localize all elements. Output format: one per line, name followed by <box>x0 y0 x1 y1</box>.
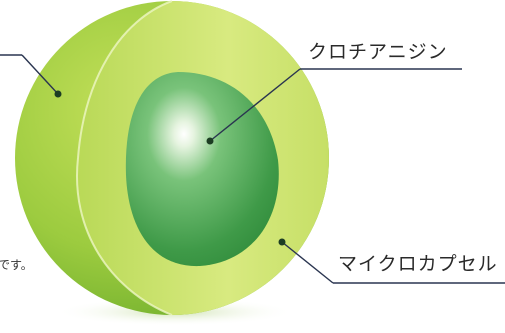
outer-pointer-dot <box>55 91 62 98</box>
shell-label: マイクロカプセル <box>338 249 498 276</box>
shell-leader-line <box>282 242 333 283</box>
cropped-caption-text: です。 <box>0 256 33 273</box>
core-label: クロチアニジン <box>308 37 448 64</box>
shell-pointer-dot <box>279 239 286 246</box>
core-pointer-dot <box>207 138 214 145</box>
